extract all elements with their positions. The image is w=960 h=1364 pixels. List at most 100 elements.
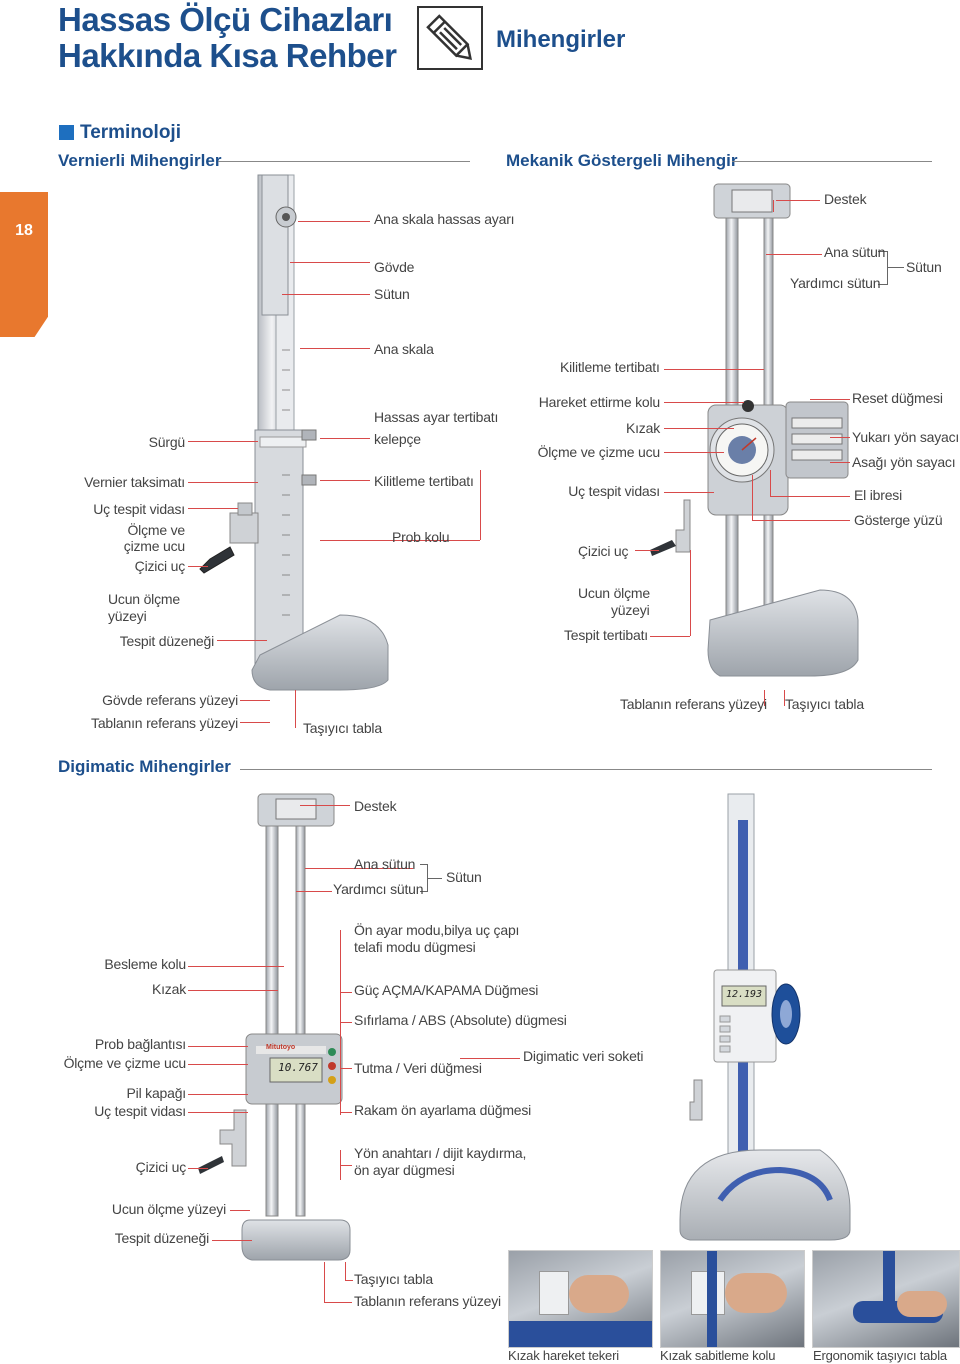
label-up-counter: Yukarı yön sayacı: [852, 429, 960, 445]
label-aux-column: Yardımcı sütun: [333, 881, 424, 897]
digimatic-single-column-gauge: [679, 793, 851, 1241]
leader-line: [428, 878, 442, 879]
leader-line: [345, 1262, 346, 1280]
leader-line: [212, 1240, 252, 1241]
label-tip-screw: Uç tespit vidası: [568, 483, 660, 499]
label-clamp-device: Tespit düzeneği: [119, 633, 214, 649]
leader-line: [320, 438, 370, 439]
label-base: Taşıyıcı tabla: [303, 720, 382, 736]
leader-line: [188, 966, 284, 967]
label-clamp: Tespit tertibatı: [564, 627, 648, 643]
leader-line: [240, 700, 270, 701]
label-main-column: Ana sütun: [824, 244, 886, 260]
leader-line: [240, 722, 270, 723]
leader-line: [320, 480, 370, 481]
leader-line: [766, 254, 822, 255]
leader-line: [188, 1094, 248, 1095]
leader-line: [290, 262, 370, 263]
leader-line: [878, 251, 888, 285]
digimatic-rule: [240, 769, 932, 770]
label-preset-2: telafi modu dügmesi: [354, 939, 476, 955]
leader-line: [324, 1302, 352, 1303]
label-direction-2: ön ayar dügmesi: [354, 1162, 455, 1178]
leader-line: [776, 200, 820, 201]
leader-line: [324, 1262, 325, 1302]
label-clamp-device: Tespit düzeneği: [114, 1230, 209, 1246]
label-tip-screw: Uç tespit vidası: [94, 1103, 186, 1119]
leader-line: [217, 640, 267, 641]
leader-line: [888, 267, 904, 268]
section-square-icon: [59, 125, 74, 140]
leader-line: [188, 1168, 208, 1169]
label-fine-adjust: Ana skala hassas ayarı: [374, 211, 515, 227]
label-scriber: Çizici uç: [578, 543, 629, 559]
label-tip-face-2: yüzeyi: [108, 608, 147, 624]
label-locking: Kilitleme tertibatı: [560, 359, 660, 375]
label-tip-face: Ucun ölçme yüzeyi: [111, 1201, 226, 1217]
leader-line: [282, 294, 370, 295]
dial-heading: Mekanik Göstergeli Mihengir: [506, 151, 738, 170]
label-digit-preset: Rakam ön ayarlama düğmesi: [354, 1102, 532, 1118]
leader-line: [480, 470, 481, 540]
brand-label: Mitutoyo: [266, 1044, 296, 1051]
leader-line: [770, 496, 850, 497]
label-base-ref: Tablanın referans yüzeyi: [91, 715, 238, 731]
leader-line: [752, 520, 850, 521]
terminology-heading: Terminoloji: [80, 122, 181, 143]
label-direction-1: Yön anahtarı / dijit kaydırma,: [354, 1145, 527, 1161]
label-battery: Pil kapağı: [126, 1085, 187, 1101]
label-base-ref: Tablanın referans yüzeyi: [620, 696, 767, 712]
label-zero-abs: Sıfırlama / ABS (Absolute) dügmesi: [354, 1012, 567, 1028]
label-feed-lever: Besleme kolu: [104, 956, 186, 972]
label-main-column: Ana sütun: [354, 856, 416, 872]
vernier-heading: Vernierli Mihengirler: [58, 151, 222, 170]
label-measuring-2: çizme ucu: [123, 538, 185, 554]
page-number: 18: [15, 222, 33, 239]
leader-line: [340, 1068, 352, 1069]
leader-line: [764, 690, 765, 706]
leader-line: [188, 482, 258, 483]
leader-line: [664, 428, 734, 429]
label-scriber: Çizici uç: [135, 1159, 187, 1175]
label-support: Destek: [824, 191, 867, 207]
label-base-ref: Tablanın referans yüzeyi: [354, 1293, 501, 1309]
label-tip-face-1: Ucun ölçme: [578, 585, 650, 601]
label-aux-column: Yardımcı sütun: [790, 275, 881, 291]
label-measuring: Ölçme ve çizme ucu: [537, 444, 661, 460]
leader-line: [295, 690, 296, 728]
leader-line: [810, 399, 850, 400]
leader-line: [188, 1064, 248, 1065]
leader-line: [300, 805, 350, 806]
leader-line: [650, 636, 690, 637]
leader-line: [460, 1058, 520, 1059]
dial-height-gauge-illustration: [650, 183, 859, 677]
photo-caption-1: Kızak hareket tekeri: [508, 1348, 619, 1363]
photo-carriage-wheel: [508, 1250, 653, 1348]
leader-line: [188, 1112, 248, 1113]
leader-line: [188, 508, 238, 509]
leader-line: [340, 992, 352, 993]
leader-line: [230, 1210, 250, 1211]
leader-line: [188, 1046, 248, 1047]
label-main-scale: Ana skala: [374, 341, 434, 357]
dial-rule: [732, 161, 932, 162]
label-slider: Kızak: [625, 420, 660, 436]
leader-line: [635, 550, 659, 551]
label-base: Taşıyıcı tabla: [785, 696, 864, 712]
label-slider: Kızak: [151, 981, 186, 997]
leader-line: [420, 864, 428, 892]
leader-line: [690, 550, 691, 636]
digimatic-height-gauge-illustration: [198, 793, 351, 1261]
label-scriber: Çizici uç: [134, 558, 186, 574]
label-vernier-scale: Vernier taksimatı: [84, 474, 185, 490]
vernier-rule: [218, 161, 470, 162]
digital-display: 10.767: [278, 1061, 318, 1074]
page-subtitle: Mihengirler: [496, 26, 626, 53]
pencil-edit-icon: [417, 6, 483, 70]
leader-line: [784, 690, 785, 706]
leader-line: [770, 470, 771, 496]
label-feed-lever: Hareket ettirme kolu: [538, 394, 660, 410]
label-dial-face: Gösterge yüzü: [854, 512, 943, 528]
leader-line: [296, 891, 332, 892]
leader-line: [773, 200, 774, 212]
